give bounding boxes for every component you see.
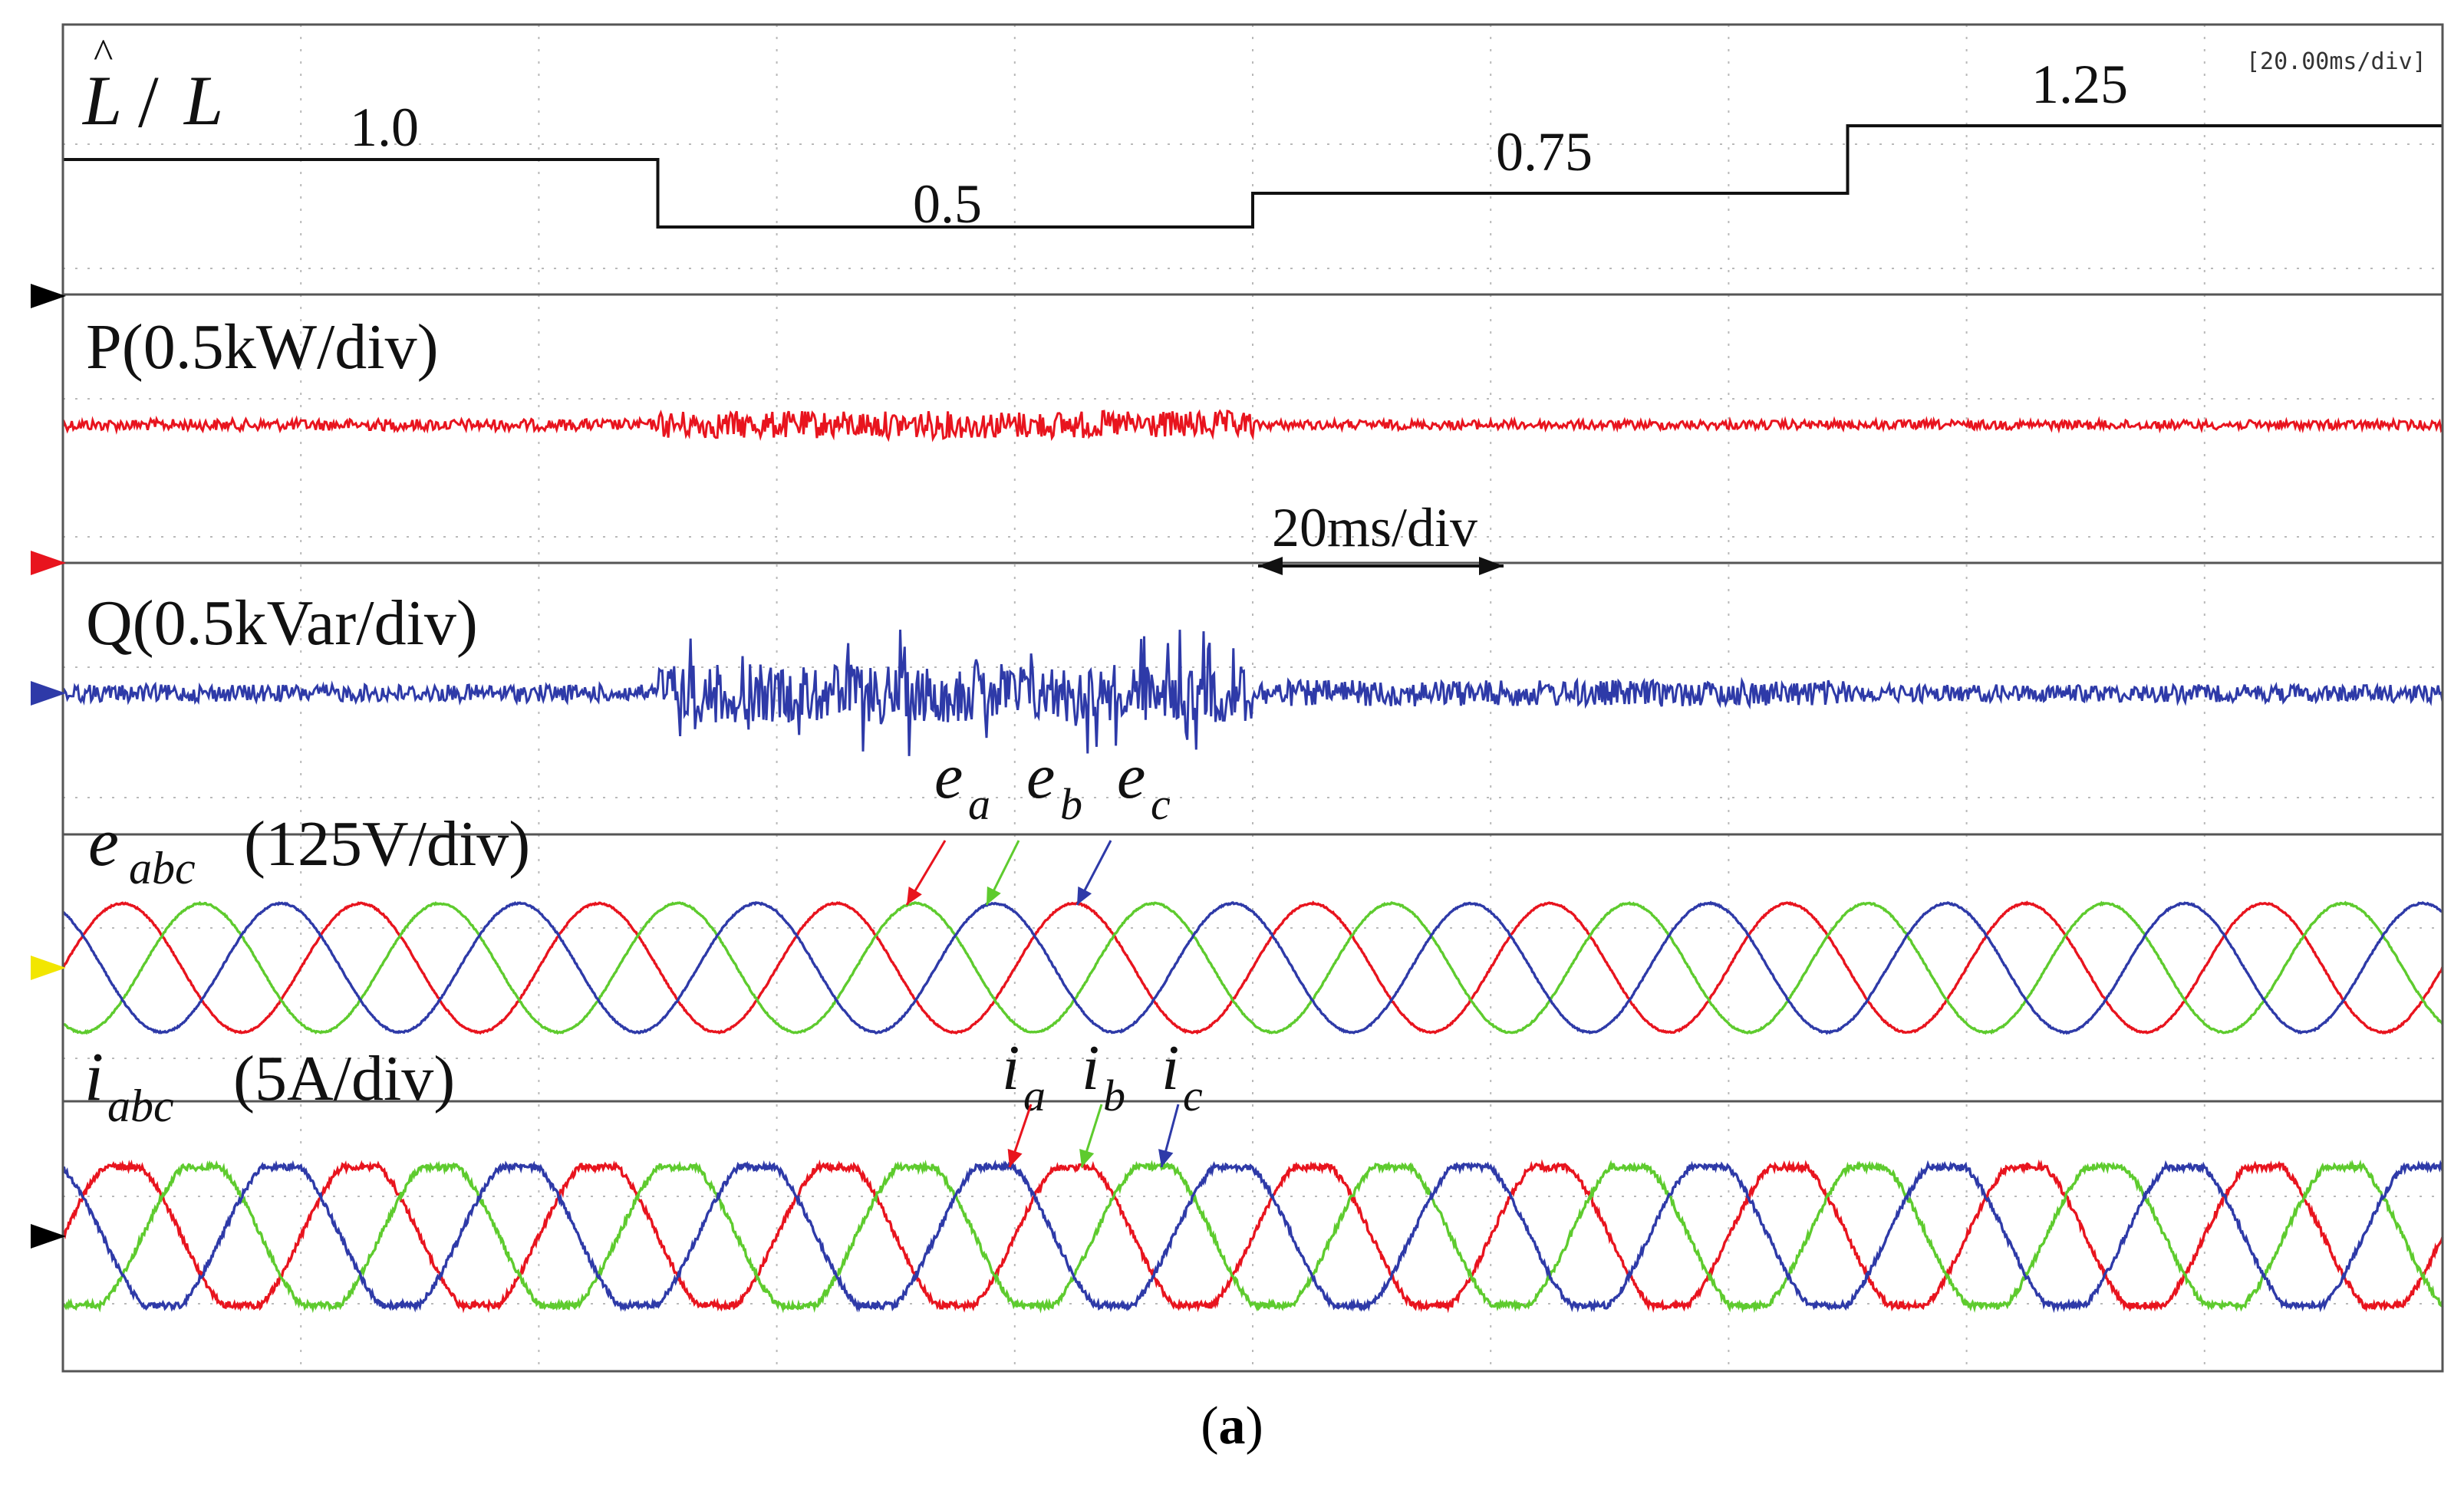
phase-label-ec: e bbox=[1117, 741, 1145, 812]
pointer-eb bbox=[985, 840, 1020, 906]
phase-sub-ib: b bbox=[1103, 1071, 1125, 1120]
current-phase-a-trace bbox=[61, 1159, 2444, 1314]
caption-letter: a bbox=[1218, 1397, 1246, 1456]
voltage-phase-a-trace bbox=[61, 900, 2444, 1035]
channel-markers bbox=[31, 284, 66, 1249]
current-label-scale: (5A/div) bbox=[233, 1043, 455, 1114]
channel-marker-power bbox=[31, 551, 66, 575]
pointer-ea-head bbox=[907, 886, 922, 905]
channel-marker-current bbox=[31, 1224, 66, 1249]
voltage-label-subscript: abc bbox=[129, 843, 196, 893]
voltage-label-symbol: e bbox=[88, 804, 119, 880]
channel-marker-ratio bbox=[31, 284, 66, 308]
phase-sub-ic: c bbox=[1183, 1071, 1203, 1120]
pointer-ia-head bbox=[1007, 1148, 1023, 1167]
scale-annotation: 20ms/div bbox=[1272, 497, 1477, 558]
ratio-value-2: 0.5 bbox=[913, 173, 982, 235]
channel-marker-reactive bbox=[31, 681, 66, 706]
phase-sub-ec: c bbox=[1151, 779, 1171, 829]
pointer-ib-head bbox=[1079, 1149, 1095, 1167]
scale-arrow bbox=[1258, 557, 1504, 575]
phase-sub-eb: b bbox=[1060, 779, 1082, 829]
ratio-value-4: 1.25 bbox=[2031, 54, 2128, 115]
channel-marker-voltage bbox=[31, 956, 66, 980]
current-phase-b-trace bbox=[61, 1159, 2444, 1314]
phase-label-ic: i bbox=[1161, 1032, 1179, 1104]
voltage-channel-label: e abc (125V/div) bbox=[88, 804, 530, 893]
voltage-phase-c-trace bbox=[62, 900, 2443, 1035]
reactive-channel-label: Q(0.5kVar/div) bbox=[86, 587, 478, 659]
phase-label-ia: i bbox=[1002, 1032, 1020, 1104]
ratio-value-3: 0.75 bbox=[1496, 121, 1593, 183]
hat-accent: ^ bbox=[94, 31, 113, 77]
ratio-channel-label: L ^ / L bbox=[81, 31, 223, 143]
timebase-readout: [20.00ms/div] bbox=[2246, 48, 2426, 75]
pointer-ic-head bbox=[1158, 1149, 1174, 1167]
phase-label-ea: e bbox=[934, 741, 963, 812]
ratio-label-numerator: L bbox=[81, 61, 122, 140]
voltage-label-scale: (125V/div) bbox=[244, 808, 530, 880]
ratio-label-slash: / bbox=[138, 61, 159, 143]
plot-frame bbox=[61, 23, 2444, 1373]
ratio-step-trace bbox=[63, 124, 2443, 229]
current-phase-c-trace bbox=[61, 1160, 2444, 1314]
current-label-symbol: i bbox=[84, 1039, 104, 1115]
ratio-value-1: 1.0 bbox=[350, 97, 419, 158]
grid bbox=[63, 25, 2443, 1371]
phase-label-ib: i bbox=[1082, 1032, 1099, 1104]
voltage-phase-b-trace bbox=[62, 900, 2444, 1035]
pointer-eb-head bbox=[987, 886, 1001, 905]
pointer-ic bbox=[1158, 1104, 1180, 1168]
pointer-ec-head bbox=[1077, 886, 1092, 905]
power-trace bbox=[61, 409, 2444, 443]
phase-pointer-arrows bbox=[905, 840, 1180, 1168]
current-phase-labels: i a i b i c bbox=[1002, 1032, 1203, 1120]
power-channel-label: P(0.5kW/div) bbox=[86, 311, 439, 383]
phase-label-eb: e bbox=[1026, 741, 1055, 812]
pointer-ea bbox=[905, 840, 947, 906]
pointer-ia bbox=[1007, 1104, 1033, 1168]
current-label-subscript: abc bbox=[107, 1081, 174, 1131]
voltage-phase-labels: e a e b e c bbox=[934, 741, 1171, 829]
pointer-ib bbox=[1079, 1104, 1103, 1168]
reactive-trace bbox=[61, 630, 2444, 756]
current-channel-label: i abc (5A/div) bbox=[84, 1039, 455, 1131]
pointer-ec bbox=[1076, 840, 1112, 906]
ratio-label-denominator: L bbox=[183, 61, 223, 140]
phase-sub-ia: a bbox=[1023, 1071, 1046, 1120]
figure-caption: (a) bbox=[1201, 1397, 1263, 1456]
traces bbox=[61, 124, 2444, 1314]
phase-sub-ea: a bbox=[968, 779, 990, 829]
